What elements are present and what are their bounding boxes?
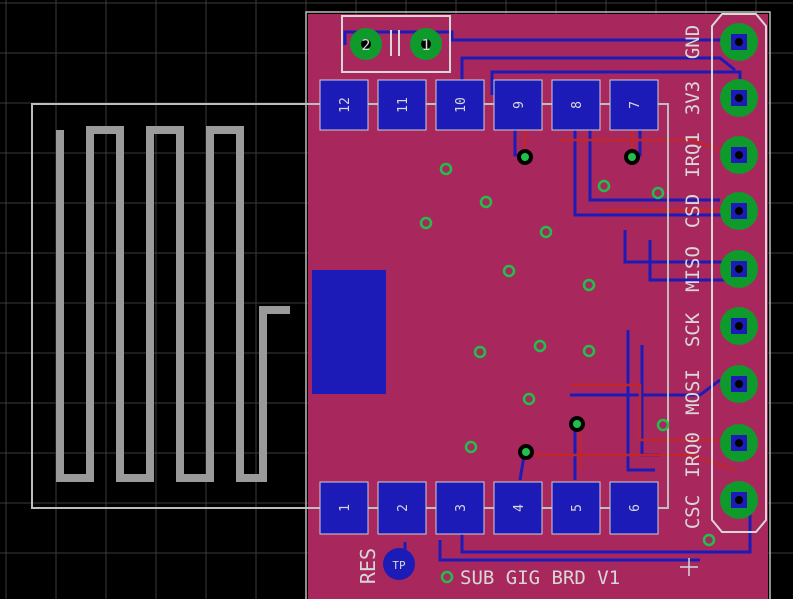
- via[interactable]: [533, 339, 547, 353]
- svg-text:6: 6: [628, 504, 643, 512]
- via[interactable]: [597, 179, 611, 193]
- module-pad-3[interactable]: 3: [435, 481, 485, 535]
- svg-text:4: 4: [512, 504, 527, 512]
- via[interactable]: [522, 392, 536, 406]
- header-pin-7[interactable]: [720, 365, 758, 403]
- via[interactable]: [502, 264, 516, 278]
- header-pin-8[interactable]: [720, 424, 758, 462]
- fiducial-marks: [680, 558, 698, 576]
- via[interactable]: [539, 225, 553, 239]
- header-outline: [711, 13, 767, 533]
- module-pad-4[interactable]: 4: [493, 481, 543, 535]
- module-pad-10[interactable]: 10: [435, 79, 485, 131]
- test-point[interactable]: TP: [383, 548, 415, 580]
- via[interactable]: [702, 533, 716, 547]
- svg-text:7: 7: [628, 101, 643, 109]
- header-labels: GND 3V3 IRQ1 CSD MISO SCK MOSI IRQ0 CSC: [682, 25, 704, 529]
- svg-text:5: 5: [570, 504, 585, 512]
- capacitor-pad-2[interactable]: 2: [350, 28, 382, 60]
- module-pad-2[interactable]: 2: [377, 481, 427, 535]
- signal-vias: [517, 149, 640, 460]
- via[interactable]: [440, 570, 454, 584]
- label-csd: CSD: [682, 194, 704, 228]
- via[interactable]: [479, 195, 493, 209]
- label-3v3: 3V3: [682, 81, 704, 115]
- capacitor-pad-1[interactable]: 1: [410, 28, 442, 60]
- label-gnd: GND: [682, 25, 704, 59]
- bottom-copper-traces: [343, 30, 752, 562]
- module-pad-8[interactable]: 8: [551, 79, 601, 131]
- via[interactable]: [439, 162, 453, 176]
- module-pad-11[interactable]: 11: [377, 79, 427, 131]
- svg-text:TP: TP: [392, 559, 406, 572]
- module-pad-6[interactable]: 6: [609, 481, 659, 535]
- via[interactable]: [582, 278, 596, 292]
- capacitor-footprint[interactable]: 2 1: [341, 15, 451, 73]
- svg-text:10: 10: [454, 97, 469, 113]
- svg-text:1: 1: [338, 504, 353, 512]
- via[interactable]: [651, 186, 665, 200]
- via[interactable]: [473, 345, 487, 359]
- svg-text:2: 2: [396, 504, 411, 512]
- header-pin-5[interactable]: [720, 250, 758, 288]
- header-pin-3[interactable]: [720, 136, 758, 174]
- board-outline: [305, 11, 771, 599]
- vias: [419, 162, 716, 584]
- reset-label: RES: [356, 548, 380, 584]
- board-name: SUB GIG BRD V1: [460, 567, 620, 589]
- ground-pad[interactable]: [312, 270, 386, 394]
- header-pins: [720, 23, 758, 519]
- header-pin-1[interactable]: [720, 23, 758, 61]
- meander-antenna[interactable]: [56, 126, 290, 482]
- label-miso: MISO: [682, 246, 704, 292]
- via[interactable]: [419, 216, 433, 230]
- label-sck: SCK: [682, 312, 704, 347]
- module-pad-12[interactable]: 12: [319, 79, 369, 131]
- svg-text:9: 9: [512, 101, 527, 109]
- header-pin-2[interactable]: [720, 79, 758, 117]
- top-copper-traces: [520, 130, 736, 472]
- via[interactable]: [464, 440, 478, 454]
- svg-text:3: 3: [454, 504, 469, 512]
- svg-text:2: 2: [361, 36, 370, 54]
- svg-text:11: 11: [396, 97, 411, 113]
- svg-text:1: 1: [421, 36, 430, 54]
- module-pad-7[interactable]: 7: [609, 79, 659, 131]
- svg-text:12: 12: [338, 97, 353, 113]
- header-pin-4[interactable]: [720, 192, 758, 230]
- label-csc: CSC: [682, 495, 704, 529]
- via[interactable]: [582, 344, 596, 358]
- via[interactable]: [656, 418, 670, 432]
- label-irq0: IRQ0: [682, 432, 704, 478]
- header-pin-9[interactable]: [720, 481, 758, 519]
- svg-text:8: 8: [570, 101, 585, 109]
- label-mosi: MOSI: [682, 369, 704, 415]
- header-pin-6[interactable]: [720, 307, 758, 345]
- module-pads-bottom: 1 2 3 4 5 6: [319, 481, 659, 535]
- module-pad-9[interactable]: 9: [493, 79, 543, 131]
- module-pad-5[interactable]: 5: [551, 481, 601, 535]
- label-irq1: IRQ1: [682, 132, 704, 178]
- module-pad-1[interactable]: 1: [319, 481, 369, 535]
- module-pads-top: 12 11 10 9 8 7: [319, 79, 659, 131]
